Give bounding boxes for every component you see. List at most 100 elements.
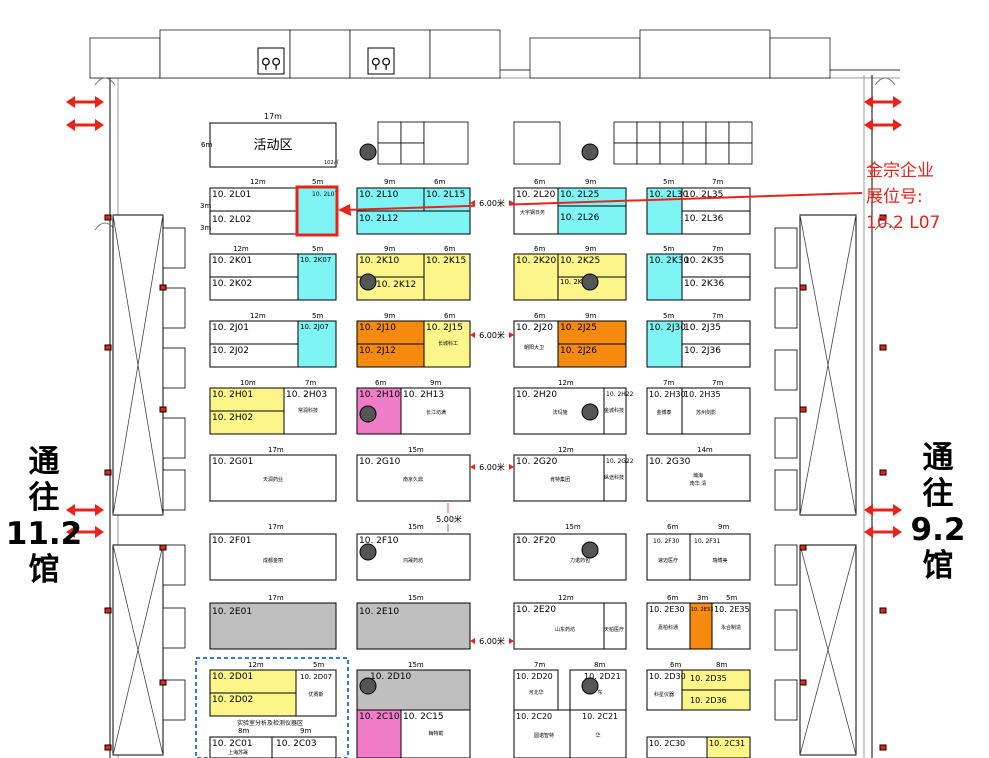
booth[interactable]	[513, 669, 559, 711]
small-booth[interactable]	[613, 142, 638, 165]
brace	[799, 544, 857, 756]
booth-number: 10. 2H22	[606, 391, 634, 398]
booth[interactable]	[513, 602, 627, 650]
booth-number: 10. 2E30	[649, 605, 685, 614]
dim: 6m	[667, 594, 678, 602]
small-booth[interactable]	[613, 121, 638, 144]
round-pillar	[359, 405, 377, 423]
column	[104, 607, 112, 614]
booth[interactable]	[513, 387, 627, 435]
booth[interactable]	[400, 709, 471, 758]
booth[interactable]	[646, 602, 691, 650]
booth[interactable]	[681, 387, 751, 435]
booth[interactable]	[513, 320, 559, 368]
exit-label-line: 通	[922, 440, 954, 476]
small-booth[interactable]	[705, 142, 730, 165]
booth[interactable]	[209, 736, 337, 758]
booth[interactable]	[706, 736, 751, 758]
booth[interactable]	[356, 669, 471, 711]
booth[interactable]	[569, 709, 627, 758]
exit-arrow-head	[95, 504, 104, 516]
booth[interactable]	[646, 669, 683, 711]
dim: 15m	[408, 594, 424, 602]
booth-number: 10. 2H35	[684, 390, 721, 399]
booth[interactable]	[646, 253, 683, 301]
booth[interactable]	[209, 533, 337, 581]
booth[interactable]	[400, 387, 471, 435]
small-booth[interactable]	[377, 121, 402, 144]
booth[interactable]	[295, 669, 337, 717]
booth[interactable]	[646, 320, 683, 368]
company-name: 瀚海	[693, 472, 703, 479]
booth[interactable]	[423, 320, 471, 368]
booth[interactable]	[356, 709, 402, 758]
dim: 6m	[534, 245, 545, 253]
small-booth[interactable]	[728, 121, 753, 144]
side-room	[774, 287, 798, 329]
dim: 10m	[240, 379, 256, 387]
booth-number: 10. 2L25	[560, 190, 599, 200]
company-name: 南京久鼎	[403, 476, 423, 483]
small-booth[interactable]	[728, 142, 753, 165]
small-booth[interactable]	[636, 142, 661, 165]
activity-zone[interactable]	[209, 122, 337, 168]
dim: 8m	[238, 727, 249, 735]
booth[interactable]	[569, 669, 627, 711]
company-name: 常润科技	[298, 407, 318, 414]
exit-arrow-head	[893, 96, 902, 108]
booth[interactable]	[646, 454, 751, 502]
small-booth[interactable]	[513, 121, 561, 165]
booth-number: 10. 2K01	[212, 256, 252, 266]
side-room	[162, 469, 186, 511]
booth[interactable]	[209, 454, 337, 502]
booth-number: 10. 2F10	[359, 536, 399, 546]
side-room	[774, 544, 798, 586]
aisle-label: 6.00米	[479, 462, 505, 472]
company-name: 速迈医疗	[658, 557, 678, 564]
small-booth[interactable]	[423, 121, 469, 165]
booth-number: 10. 2C30	[649, 739, 685, 748]
small-booth[interactable]	[377, 142, 402, 165]
dim: 6m	[444, 245, 455, 253]
booth[interactable]	[711, 602, 751, 650]
small-booth[interactable]	[400, 121, 425, 144]
small-booth[interactable]	[682, 142, 707, 165]
booth[interactable]	[356, 533, 471, 581]
booth[interactable]	[283, 387, 337, 435]
booth[interactable]	[646, 187, 683, 235]
booth[interactable]	[297, 320, 337, 368]
small-booth[interactable]	[659, 142, 684, 165]
small-booth[interactable]	[659, 121, 684, 144]
booth[interactable]	[513, 454, 627, 502]
booth[interactable]	[356, 602, 471, 650]
booth-number: 10. 2L07	[312, 191, 338, 198]
door-arc	[94, 77, 116, 86]
booth[interactable]	[356, 454, 471, 502]
booth[interactable]	[209, 602, 337, 650]
column	[799, 406, 807, 413]
door-arc	[874, 77, 896, 86]
exit-arrow-head	[864, 119, 873, 131]
small-booth[interactable]	[682, 121, 707, 144]
side-room	[774, 609, 798, 651]
booth-number: 10. 2K35	[684, 256, 724, 266]
side-room	[162, 227, 186, 269]
aisle-width-head	[509, 332, 514, 338]
company-name: 法玛施	[552, 409, 567, 416]
booth[interactable]	[689, 533, 751, 581]
booth[interactable]	[646, 533, 691, 581]
exit-arrow-head	[864, 96, 873, 108]
dim: 5m	[312, 178, 323, 186]
small-booth[interactable]	[636, 121, 661, 144]
booth[interactable]	[297, 253, 337, 301]
booth-number: 10. 2J02	[212, 346, 249, 356]
small-booth[interactable]	[400, 142, 425, 165]
small-booth[interactable]	[705, 121, 730, 144]
booth[interactable]	[513, 187, 559, 235]
dim: 3m	[697, 594, 708, 602]
column	[879, 469, 887, 476]
aisle-label: 6.00米	[479, 198, 505, 208]
booth[interactable]	[513, 533, 627, 581]
